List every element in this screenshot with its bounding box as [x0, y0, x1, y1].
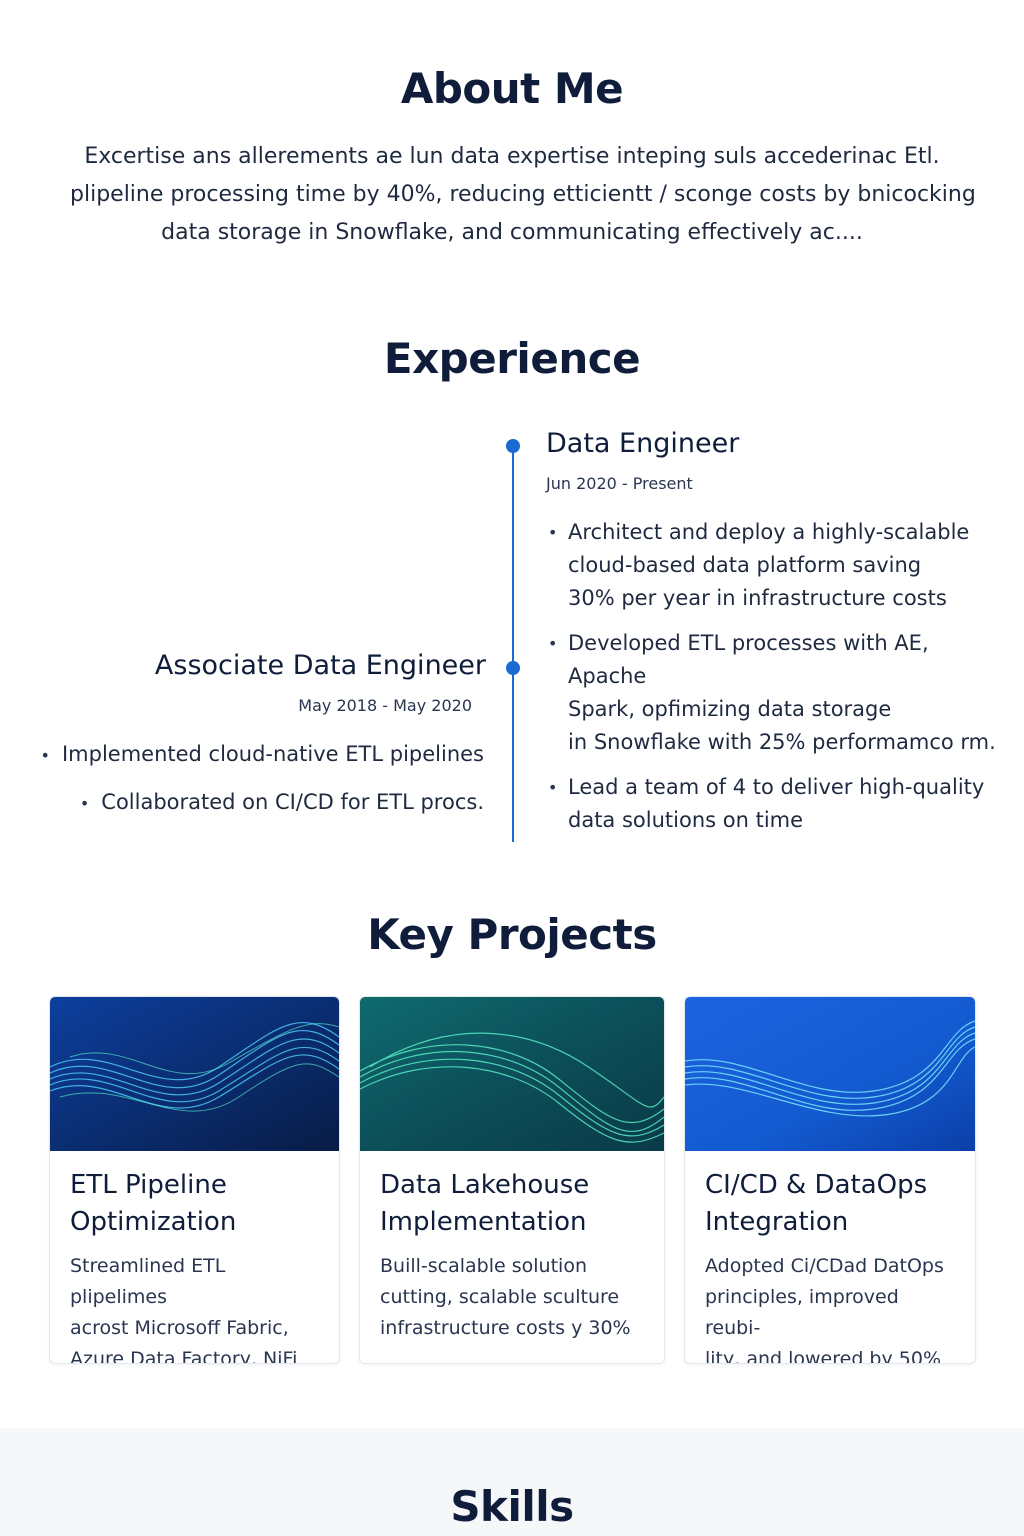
experience-heading: Experience: [383, 334, 641, 383]
project-title-line: Integration: [705, 1207, 849, 1237]
project-description: Buill-scalable solution cutting, scalabl…: [380, 1251, 644, 1344]
project-title: ETL Pipeline Optimization: [70, 1167, 319, 1241]
skills-section: [0, 1428, 1024, 1536]
project-desc-line: Streamlined ETL plipelimes: [70, 1255, 226, 1308]
project-image: [360, 997, 664, 1151]
bullet-item: Lead a team of 4 to deliver high-quality…: [548, 771, 1008, 837]
job-title-data-engineer: Data Engineer: [546, 428, 740, 459]
project-desc-line: cutting, scalable sculture: [380, 1286, 620, 1308]
about-heading: About Me: [400, 64, 624, 113]
project-desc-line: infrastructure costs y 30%: [380, 1317, 631, 1339]
timeline-dot: [506, 661, 520, 675]
project-desc-line: acrost Microsoff Fabric,: [70, 1317, 289, 1339]
bullet-line: in Snowflake with 25% performamco rm.: [568, 730, 996, 754]
bullet-line: Spark, opfimizing data storage: [568, 697, 892, 721]
project-desc-line: Adopted Ci/CDad DatOps: [705, 1255, 944, 1277]
project-card[interactable]: Data Lakehouse Implementation Buill-scal…: [359, 996, 665, 1364]
project-title-line: ETL Pipeline: [70, 1170, 227, 1200]
project-description: Streamlined ETL plipelimes acrost Micros…: [70, 1251, 319, 1364]
project-desc-line: Azure Data Factory, NiFi: [70, 1348, 298, 1364]
bullet-line: 30% per year in infrastructure costs: [568, 586, 947, 610]
bullet-item: Developed ETL processes with AE, Apache …: [548, 627, 1008, 759]
project-title-line: CI/CD & DataOps: [705, 1170, 928, 1200]
project-desc-line: Buill-scalable solution: [380, 1255, 587, 1277]
about-line: plipeline processing time by 40%, reduci…: [70, 182, 976, 207]
bullet-text: Collaborated on CI/CD for ETL procs.: [101, 790, 484, 814]
project-card[interactable]: ETL Pipeline Optimization Streamlined ET…: [49, 996, 340, 1364]
about-line: data storage in Snowflake, and communica…: [161, 220, 863, 245]
project-image: [50, 997, 339, 1151]
job-bullets-data-engineer: Architect and deploy a highly-scalable c…: [548, 516, 1008, 849]
bullet-item: Architect and deploy a highly-scalable c…: [548, 516, 1008, 615]
bullet-line: Architect and deploy a highly-scalable: [568, 520, 970, 544]
project-title-line: Optimization: [70, 1207, 237, 1237]
about-paragraph: Excertise ans allerements ae lun data ex…: [70, 138, 976, 252]
project-card[interactable]: CI/CD & DataOps Integration Adopted Ci/C…: [684, 996, 976, 1364]
about-line: Excertise ans allerements ae lun data ex…: [84, 144, 940, 169]
bullet-line: data solutions on time: [568, 808, 804, 832]
timeline-dot: [506, 439, 520, 453]
project-image: [685, 997, 975, 1151]
project-title: Data Lakehouse Implementation: [380, 1167, 644, 1241]
bullet-dot: •: [79, 794, 90, 813]
project-title-line: Data Lakehouse: [380, 1170, 590, 1200]
project-description: Adopted Ci/CDad DatOps principles, impro…: [705, 1251, 955, 1364]
bullet-text: Implemented cloud-native ETL pipelines: [61, 742, 484, 766]
project-desc-line: lity, and lowered by 50%: [705, 1348, 942, 1364]
project-title: CI/CD & DataOps Integration: [705, 1167, 955, 1241]
projects-heading: Key Projects: [367, 910, 657, 959]
bullet-line: cloud-based data platform saving: [568, 553, 922, 577]
job-title-associate-data-engineer: Associate Data Engineer: [154, 650, 486, 681]
bullet-dot: •: [40, 746, 50, 765]
timeline-line: [512, 446, 514, 842]
job-bullets-associate: •Implemented cloud-native ETL pipelines …: [14, 738, 484, 834]
bullet-line: Lead a team of 4 to deliver high-quality: [568, 775, 985, 799]
bullet-item: • Implemented cloud-native ETL pipelines: [14, 738, 484, 772]
job-date: Jun 2020 - Present: [546, 474, 693, 493]
bullet-item: • Collaborated on CI/CD for ETL procs.: [14, 786, 484, 820]
skills-heading: Skills: [450, 1482, 574, 1531]
project-title-line: Implementation: [380, 1207, 587, 1237]
bullet-line: Developed ETL processes with AE, Apache: [568, 631, 929, 688]
project-desc-line: principles, improved reubi-: [705, 1286, 899, 1339]
job-date: May 2018 - May 2020: [298, 696, 472, 715]
